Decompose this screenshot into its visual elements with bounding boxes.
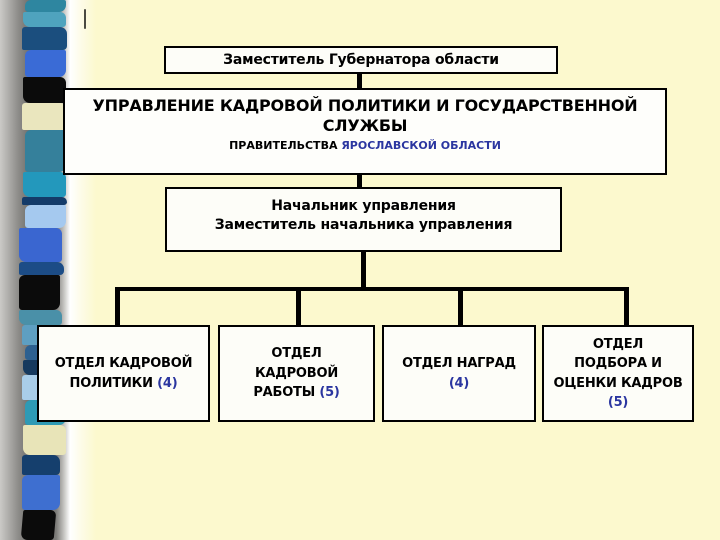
stripe-segment [25,50,66,77]
stripe-segment [20,510,57,540]
stripe-segment [22,475,60,510]
dept-count: (4) [157,375,178,391]
deputy-governor-box: Заместитель Губернатора области [164,46,558,74]
management-title-box: УПРАВЛЕНИЕ КАДРОВОЙ ПОЛИТИКИ И ГОСУДАРСТ… [63,88,667,175]
stripe-segment [23,172,66,197]
management-title-line1: УПРАВЛЕНИЕ КАДРОВОЙ ПОЛИТИКИ И ГОСУДАРСТ… [92,96,638,115]
dept-label: ОТДЕЛ ПОДБОРА И ОЦЕНКИ КАДРОВ (5) [553,335,682,413]
stripe-segment [25,0,66,12]
chief-label: Начальник управления [271,198,456,214]
connector-drop-4 [624,287,629,326]
connector-horizontal [115,287,629,291]
stripe-segment [22,27,67,50]
dept-box-personnel-policy: ОТДЕЛ КАДРОВОЙ ПОЛИТИКИ (4) [37,325,210,422]
dept-count: (4) [448,375,470,391]
connector-drop-3 [458,287,463,326]
stripe-segment [22,103,67,130]
deputy-governor-label: Заместитель Губернатора области [223,52,499,68]
stripe-segment [23,12,66,27]
stripe-segment [22,197,67,205]
dept-label: ОТДЕЛ НАГРАД (4) [402,354,516,393]
connector-riser [361,251,366,291]
decorative-stripe [19,0,67,540]
dept-label: ОТДЕЛ КАДРОВОЙ ПОЛИТИКИ (4) [54,356,193,391]
chiefs-box: Начальник управления Заместитель начальн… [165,187,562,252]
stripe-segment [19,275,60,310]
connector-top-vertical [357,73,362,89]
dept-count: (5) [607,395,629,410]
stripe-segment [25,130,66,172]
connector-drop-2 [296,287,301,326]
stripe-segment [22,455,60,475]
stripe-segment [19,262,64,275]
dept-box-awards: ОТДЕЛ НАГРАД (4) [382,325,536,422]
management-title-line2: СЛУЖБЫ [322,116,408,135]
stripe-segment [23,77,66,103]
stripe-segment [25,205,66,228]
connector-mid-vertical [357,174,362,188]
dept-box-personnel-work: ОТДЕЛ КАДРОВОЙ РАБОТЫ (5) [218,325,375,422]
dept-label: ОТДЕЛ КАДРОВОЙ РАБОТЫ (5) [253,346,340,401]
management-subtitle: ПРАВИТЕЛЬСТВА ЯРОСЛАВСКОЙ ОБЛАСТИ [229,139,501,152]
stripe-segment [19,310,62,325]
dept-box-selection-assessment: ОТДЕЛ ПОДБОРА И ОЦЕНКИ КАДРОВ (5) [542,325,694,422]
deputy-chief-label: Заместитель начальника управления [214,216,513,233]
subtitle-region: ЯРОСЛАВСКОЙ ОБЛАСТИ [341,139,501,152]
connector-drop-1 [115,287,120,326]
dept-count: (5) [319,385,340,401]
subtitle-prefix: ПРАВИТЕЛЬСТВА [229,139,338,152]
stripe-segment [23,425,66,455]
corner-tick [84,9,86,29]
stripe-segment [19,228,62,262]
